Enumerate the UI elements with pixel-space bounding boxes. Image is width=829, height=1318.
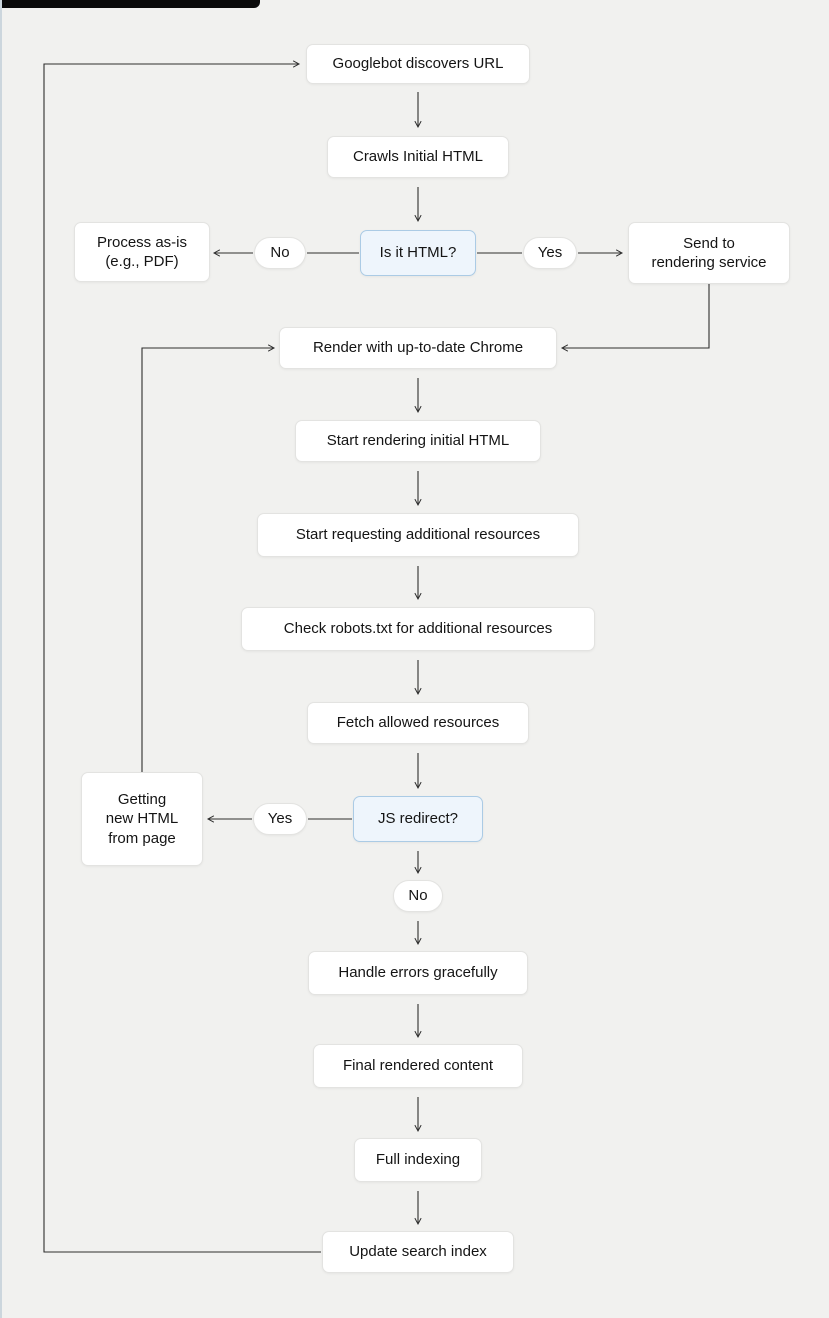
node-process-as-is: Process as-is (e.g., PDF) bbox=[74, 222, 210, 282]
node-handle-errors-gracefully: Handle errors gracefully bbox=[308, 951, 528, 995]
window-edge-decoration bbox=[2, 0, 260, 8]
edge-label-js-redirect-no: No bbox=[393, 880, 443, 912]
node-fetch-allowed-resources: Fetch allowed resources bbox=[307, 702, 529, 744]
node-final-rendered-content: Final rendered content bbox=[313, 1044, 523, 1088]
node-start-requesting-additional-resources: Start requesting additional resources bbox=[257, 513, 579, 557]
connector-send-render bbox=[560, 284, 710, 352]
edge-label-js-redirect-yes: Yes bbox=[253, 803, 307, 835]
connector-gettinghtml-render-loop bbox=[141, 344, 276, 772]
connector-updateindex-discover-loop bbox=[43, 60, 321, 1253]
node-update-search-index: Update search index bbox=[322, 1231, 514, 1273]
node-render-with-chrome: Render with up-to-date Chrome bbox=[279, 327, 557, 369]
decision-js-redirect: JS redirect? bbox=[353, 796, 483, 842]
decision-is-it-html: Is it HTML? bbox=[360, 230, 476, 276]
node-getting-new-html-from-page: Getting new HTML from page bbox=[81, 772, 203, 866]
node-send-to-rendering-service: Send to rendering service bbox=[628, 222, 790, 284]
node-googlebot-discovers-url: Googlebot discovers URL bbox=[306, 44, 530, 84]
node-start-rendering-initial-html: Start rendering initial HTML bbox=[295, 420, 541, 462]
node-full-indexing: Full indexing bbox=[354, 1138, 482, 1182]
edge-label-is-html-no: No bbox=[254, 237, 306, 269]
node-check-robots-txt: Check robots.txt for additional resource… bbox=[241, 607, 595, 651]
edge-label-is-html-yes: Yes bbox=[523, 237, 577, 269]
node-crawls-initial-html: Crawls Initial HTML bbox=[327, 136, 509, 178]
